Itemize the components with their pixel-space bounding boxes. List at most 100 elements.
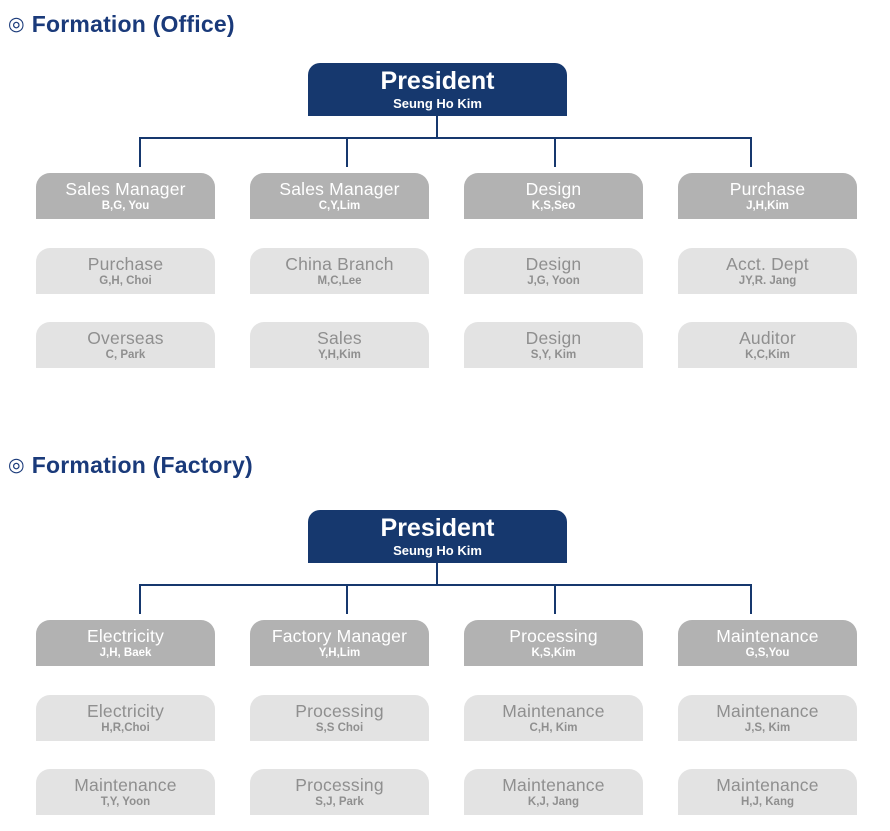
connector-drop (346, 137, 348, 167)
connector-stem (436, 563, 438, 585)
org-box-name: K,J, Jang (527, 796, 580, 809)
org-box-title: Maintenance (716, 700, 819, 721)
office-staff-row-1: Purchase G,H, Choi China Branch M,C,Lee … (36, 248, 857, 294)
org-box-title: Auditor (739, 327, 796, 348)
section-office-title: ◎ Formation (Office) (8, 11, 235, 38)
org-box-acct-dept: Acct. Dept JY,R. Jang (678, 248, 857, 294)
org-box-sales-manager-2: Sales Manager C,Y,Lim (250, 173, 429, 219)
connector-horizontal (139, 137, 752, 139)
org-box-title: Electricity (86, 700, 165, 721)
org-box-electricity-2: Electricity H,R,Choi (36, 695, 215, 741)
org-box-name: G,S,You (745, 647, 790, 660)
org-box-name: K,C,Kim (745, 349, 790, 362)
org-box-title: Design (525, 253, 582, 274)
connector-drop (139, 584, 141, 614)
org-box-title: Design (525, 178, 582, 199)
org-box-name: J,H,Kim (746, 200, 789, 213)
org-box-name: K,S,Seo (531, 200, 576, 213)
org-box-auditor: Auditor K,C,Kim (678, 322, 857, 368)
org-box-title: Electricity (86, 625, 165, 646)
factory-president-box: President Seung Ho Kim (308, 510, 567, 563)
org-box-title: Acct. Dept (726, 253, 809, 274)
org-box-sales-manager-1: Sales Manager B,G, You (36, 173, 215, 219)
org-box-purchase-manager: Purchase J,H,Kim (678, 173, 857, 219)
org-box-maintenance-2: Maintenance C,H, Kim (464, 695, 643, 741)
org-box-name: Y,H,Lim (318, 647, 361, 660)
section-office: ◎ Formation (Office) President Seung Ho … (8, 11, 857, 368)
org-box-name: S,S Choi (315, 722, 364, 735)
bullseye-bullet-icon: ◎ (8, 455, 25, 476)
connector-drop (346, 584, 348, 614)
org-box-title: Sales Manager (65, 178, 186, 199)
org-box-name: J,S, Kim (744, 722, 791, 735)
org-box-design-manager: Design K,S,Seo (464, 173, 643, 219)
org-box-name: M,C,Lee (317, 275, 362, 288)
org-box-title: China Branch (285, 253, 394, 274)
section-title-text: Formation (Office) (31, 11, 235, 37)
president-title: President (380, 67, 495, 96)
org-box-factory-manager: Factory Manager Y,H,Lim (250, 620, 429, 666)
org-box-title: Maintenance (716, 774, 819, 795)
org-box-name: K,S,Kim (531, 647, 576, 660)
org-box-sales: Sales Y,H,Kim (250, 322, 429, 368)
org-box-design-2: Design J,G, Yoon (464, 248, 643, 294)
president-title: President (380, 514, 495, 543)
section-title-text: Formation (Factory) (31, 452, 253, 478)
connector-horizontal (139, 584, 752, 586)
org-box-purchase: Purchase G,H, Choi (36, 248, 215, 294)
org-box-processing-2: Processing S,S Choi (250, 695, 429, 741)
connector-drop (554, 584, 556, 614)
org-box-title: Overseas (87, 327, 164, 348)
org-box-name: Y,H,Kim (318, 349, 361, 362)
connector-stem (436, 116, 438, 138)
org-box-processing-3: Processing S,J, Park (250, 769, 429, 815)
org-box-title: Maintenance (502, 700, 605, 721)
org-box-title: Sales Manager (279, 178, 400, 199)
section-factory: ◎ Formation (Factory) President Seung Ho… (0, 447, 890, 831)
factory-staff-row-2: Maintenance T,Y, Yoon Processing S,J, Pa… (36, 769, 857, 815)
org-box-china-branch: China Branch M,C,Lee (250, 248, 429, 294)
org-box-overseas: Overseas C, Park (36, 322, 215, 368)
org-box-title: Maintenance (716, 625, 819, 646)
org-box-maintenance-5: Maintenance K,J, Jang (464, 769, 643, 815)
org-box-name: C,Y,Lim (318, 200, 361, 213)
org-box-name: S,J, Park (315, 796, 364, 809)
org-box-name: B,G, You (101, 200, 150, 213)
connector-drop (139, 137, 141, 167)
org-box-name: H,R,Choi (101, 722, 150, 735)
org-box-name: G,H, Choi (99, 275, 152, 288)
factory-staff-row-1: Electricity H,R,Choi Processing S,S Choi… (36, 695, 857, 741)
org-box-title: Design (525, 327, 582, 348)
org-box-name: H,J, Kang (740, 796, 795, 809)
president-name: Seung Ho Kim (393, 95, 482, 111)
office-staff-row-2: Overseas C, Park Sales Y,H,Kim Design S,… (36, 322, 857, 368)
org-box-title: Purchase (729, 178, 806, 199)
org-box-design-3: Design S,Y, Kim (464, 322, 643, 368)
org-box-name: JY,R. Jang (738, 275, 797, 288)
connector-drop (554, 137, 556, 167)
org-box-maintenance-4: Maintenance T,Y, Yoon (36, 769, 215, 815)
org-box-title: Maintenance (502, 774, 605, 795)
org-box-name: S,Y, Kim (530, 349, 577, 362)
org-box-maintenance-manager: Maintenance G,S,You (678, 620, 857, 666)
org-box-maintenance-6: Maintenance H,J, Kang (678, 769, 857, 815)
org-box-title: Processing (509, 625, 598, 646)
org-box-name: J,H, Baek (99, 647, 152, 660)
org-box-maintenance-3: Maintenance J,S, Kim (678, 695, 857, 741)
factory-manager-row: Electricity J,H, Baek Factory Manager Y,… (36, 620, 857, 666)
bullseye-bullet-icon: ◎ (8, 14, 25, 35)
connector-drop (750, 584, 752, 614)
office-manager-row: Sales Manager B,G, You Sales Manager C,Y… (36, 173, 857, 219)
org-box-electricity-manager: Electricity J,H, Baek (36, 620, 215, 666)
org-box-name: J,G, Yoon (527, 275, 580, 288)
org-box-name: C,H, Kim (529, 722, 578, 735)
office-president-box: President Seung Ho Kim (308, 63, 567, 116)
org-box-title: Purchase (87, 253, 164, 274)
connector-drop (750, 137, 752, 167)
section-factory-title: ◎ Formation (Factory) (8, 452, 253, 479)
org-box-title: Sales (317, 327, 362, 348)
org-box-processing-manager: Processing K,S,Kim (464, 620, 643, 666)
president-name: Seung Ho Kim (393, 542, 482, 558)
org-box-title: Processing (295, 774, 384, 795)
